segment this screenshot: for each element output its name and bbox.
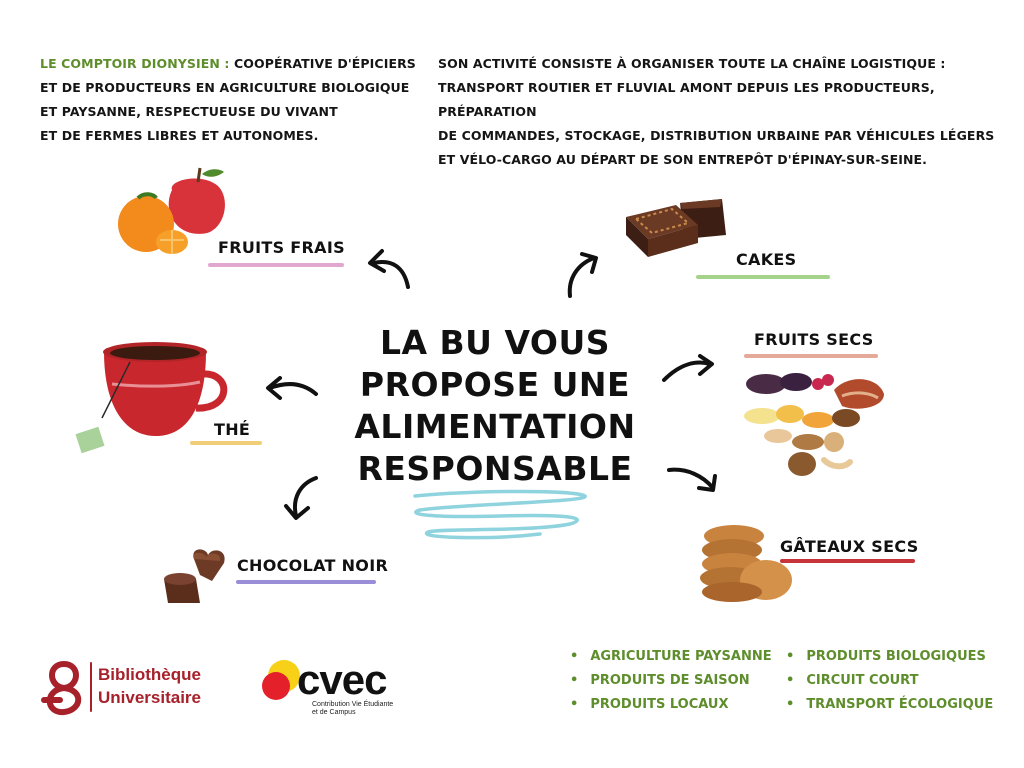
intro-right-line: SON ACTIVITÉ CONSISTE À ORGANISER TOUTE … [438, 56, 946, 71]
blue-squiggle-decoration [413, 489, 587, 540]
center-title-line: LA BU VOUS [379, 323, 611, 362]
fresh-fruits-illustration [118, 167, 225, 254]
values-list-left: AGRICULTURE PAYSANNE PRODUITS DE SAISON … [570, 645, 772, 717]
center-title-line: RESPONSABLE [357, 449, 633, 488]
bu-logo-icon [41, 660, 82, 715]
arrow-to-chocolat-noir-icon [284, 476, 318, 520]
arrow-to-the-icon [266, 376, 318, 400]
intro-right-text: SON ACTIVITÉ CONSISTE À ORGANISER TOUTE … [438, 52, 1008, 172]
list-item: TRANSPORT ÉCOLOGIQUE [786, 693, 993, 717]
cvec-logo-mark-icon [262, 660, 300, 700]
list-item: PRODUITS BIOLOGIQUES [786, 645, 993, 669]
label-fruits-secs: FRUITS SECS [754, 330, 874, 349]
bu-logo-divider [90, 662, 92, 712]
tea-cup-illustration [75, 342, 228, 454]
chocolate-illustration [164, 549, 225, 603]
center-title-line: ALIMENTATION [354, 407, 636, 446]
cvec-sub-line1: Contribution Vie Étudiante [312, 701, 394, 708]
intro-left-line: ET PAYSANNE, RESPECTUEUSE DU VIVANT [40, 104, 338, 119]
bu-logo-text: Bibliothèque Universitaire [98, 663, 201, 709]
list-item: PRODUITS DE SAISON [570, 669, 772, 693]
comptoir-name: LE COMPTOIR DIONYSIEN : [40, 56, 230, 71]
intro-left-line: ET DE PRODUCTEURS EN AGRICULTURE BIOLOGI… [40, 80, 410, 95]
cvec-logo-word: cvec [297, 656, 387, 703]
underline-the [190, 441, 262, 445]
label-gateaux-secs: GÂTEAUX SECS [780, 537, 919, 556]
label-chocolat-noir: CHOCOLAT NOIR [237, 556, 389, 575]
intro-right-line: ET VÉLO-CARGO AU DÉPART DE SON ENTREPÔT … [438, 152, 928, 167]
list-item: PRODUITS LOCAUX [570, 693, 772, 717]
intro-left-line: COOPÉRATIVE D'ÉPICIERS [233, 56, 416, 71]
arrow-to-cakes-icon [567, 252, 598, 298]
bu-logo-line1: Bibliothèque [98, 665, 201, 684]
cvec-sub-line2: et de Campus [312, 709, 356, 716]
underline-cakes [696, 275, 830, 279]
underline-gateaux-secs [780, 559, 915, 563]
intro-left-line: ET DE FERMES LIBRES ET AUTONOMES. [40, 128, 319, 143]
underline-chocolat-noir [236, 580, 376, 584]
dry-cookies-illustration [700, 525, 792, 602]
center-title-line: PROPOSE UNE [359, 365, 631, 404]
label-the: THÉ [214, 420, 251, 439]
cakes-illustration [626, 199, 726, 257]
intro-right-line: TRANSPORT ROUTIER ET FLUVIAL AMONT DEPUI… [438, 80, 935, 119]
intro-right-line: DE COMMANDES, STOCKAGE, DISTRIBUTION URB… [438, 128, 995, 143]
intro-left-text: LE COMPTOIR DIONYSIEN : COOPÉRATIVE D'ÉP… [40, 52, 420, 148]
list-item: AGRICULTURE PAYSANNE [570, 645, 771, 669]
underline-fruits-secs [744, 354, 878, 358]
list-item: CIRCUIT COURT [786, 669, 993, 693]
bu-logo-line2: Universitaire [98, 688, 201, 707]
underline-fruits-frais [208, 263, 344, 267]
dried-fruits-illustration [744, 373, 884, 476]
values-list-right: PRODUITS BIOLOGIQUES CIRCUIT COURT TRANS… [786, 645, 993, 717]
label-cakes: CAKES [736, 250, 797, 269]
center-title: LA BU VOUS PROPOSE UNE ALIMENTATION RESP… [340, 322, 650, 490]
arrow-to-gateaux-secs-icon [667, 467, 717, 492]
cvec-logo-subtitle: Contribution Vie Étudiante et de Campus [312, 701, 393, 717]
label-fruits-frais: FRUITS FRAIS [218, 238, 345, 257]
arrow-to-fruits-secs-icon [662, 354, 714, 382]
arrow-to-fruits-frais-icon [368, 249, 410, 289]
